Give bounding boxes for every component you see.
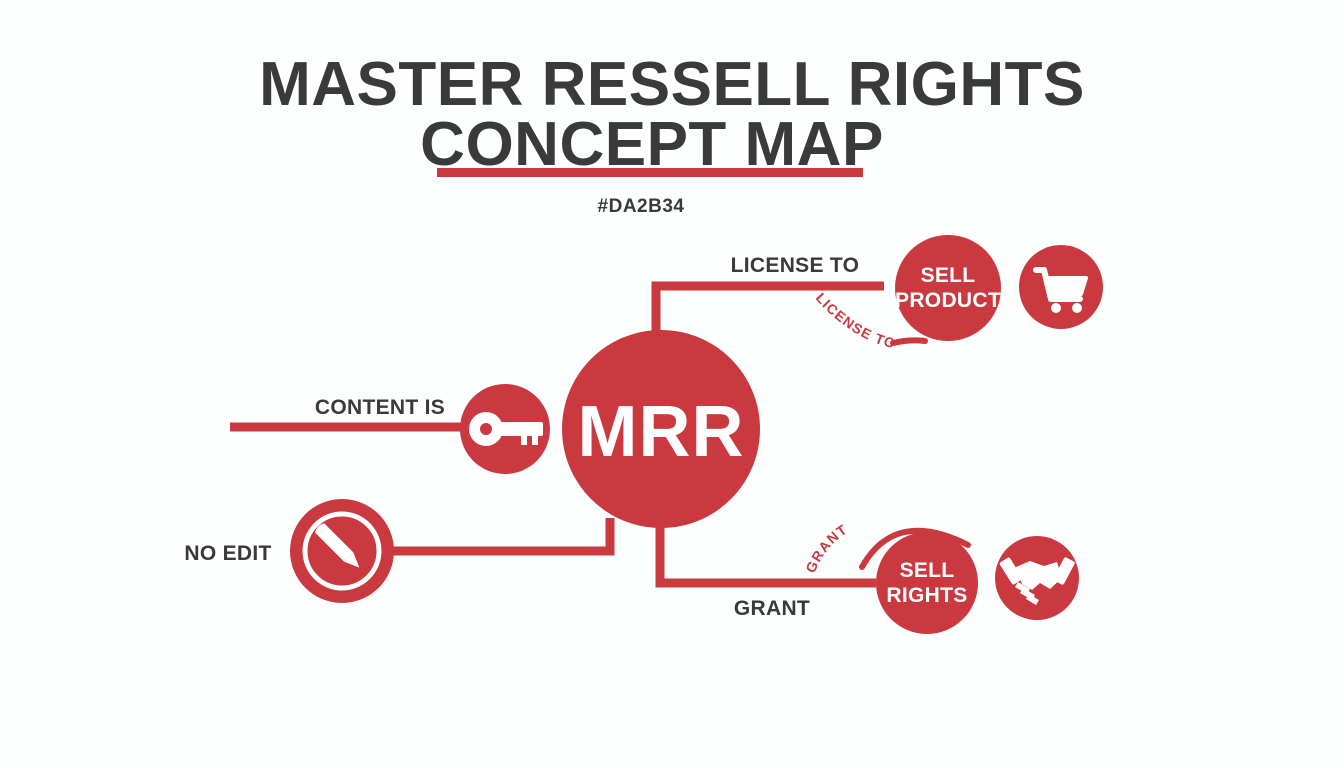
- node-sell-rights[interactable]: SELL RIGHTS: [876, 532, 978, 634]
- edge-label-grant-curved: GRANT: [802, 521, 850, 575]
- hub-label: MRR: [578, 392, 745, 472]
- sell-product-label-line2: PRODUCT: [895, 289, 1001, 312]
- handshake-icon[interactable]: [995, 536, 1079, 620]
- page-subtitle: #DA2B34: [598, 196, 685, 217]
- sell-product-circle: [895, 235, 1001, 341]
- page-title-line1: MASTER RESSELL RIGHTS: [259, 50, 1085, 119]
- hub-node-mrr[interactable]: MRR: [562, 330, 760, 528]
- edge-label-grant: GRANT: [734, 597, 810, 620]
- pencil-icon-ring: [302, 511, 382, 591]
- title-underline: [437, 168, 863, 177]
- hub-circle: [562, 330, 760, 528]
- edge-label-content-is: CONTENT IS: [315, 396, 445, 419]
- connector-no-edit: [393, 518, 615, 556]
- arc-license-dash: [890, 337, 928, 346]
- page-header: MASTER RESSELL RIGHTS CONCEPT MAP #DA2B3…: [259, 50, 1085, 217]
- connector-grant: [655, 520, 876, 588]
- edge-label-no-edit: NO EDIT: [184, 542, 271, 565]
- shopping-cart-icon[interactable]: [1019, 245, 1103, 329]
- key-icon[interactable]: [460, 384, 550, 474]
- page-title-line2: CONCEPT MAP: [420, 110, 884, 179]
- sell-rights-circle: [876, 532, 978, 634]
- edge-label-license-to: LICENSE TO: [731, 254, 860, 277]
- connector-license-to: [651, 281, 884, 338]
- sell-product-label-line1: SELL: [921, 264, 976, 287]
- arc-grant-stroke: [859, 527, 971, 570]
- key-bow-hole: [480, 423, 492, 435]
- connectors: [230, 281, 884, 588]
- sell-rights-label-line1: SELL: [900, 559, 955, 582]
- pencil-icon[interactable]: [290, 499, 394, 603]
- edge-label-license-to-curved: LICENSE TO: [813, 290, 898, 352]
- node-sell-product[interactable]: SELL PRODUCT: [895, 235, 1001, 341]
- sell-rights-label-line2: RIGHTS: [886, 584, 967, 607]
